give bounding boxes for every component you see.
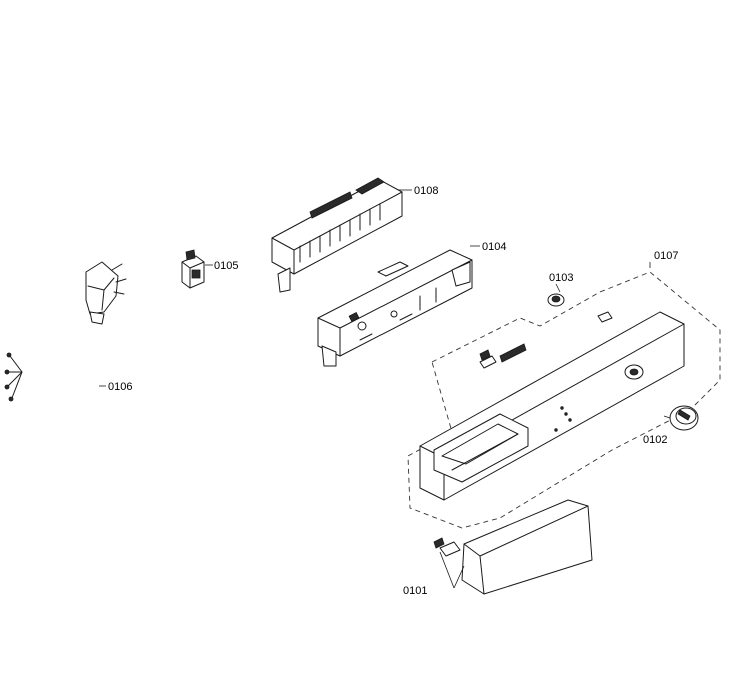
callout-0104: 0104 xyxy=(482,241,506,253)
module-housing[interactable]: 0108 xyxy=(271,177,438,293)
power-cord[interactable]: 0106 xyxy=(4,261,132,501)
callout-0103: 0103 xyxy=(549,272,573,284)
callout-0108: 0108 xyxy=(414,185,438,197)
knob[interactable]: 0102 xyxy=(643,405,699,446)
control-panel-fascia[interactable]: 0107 xyxy=(407,250,721,529)
callout-0102: 0102 xyxy=(643,434,667,446)
callout-0106: 0106 xyxy=(108,381,132,393)
control-panel-cover[interactable]: 0101 xyxy=(403,499,593,597)
control-module[interactable]: 0104 xyxy=(317,241,506,367)
door-lock-switch[interactable]: 0105 xyxy=(181,249,238,289)
button-cap[interactable]: 0103 xyxy=(547,272,573,307)
callout-0105: 0105 xyxy=(214,260,238,272)
callout-0107: 0107 xyxy=(654,250,678,262)
callout-0101: 0101 xyxy=(403,585,427,597)
